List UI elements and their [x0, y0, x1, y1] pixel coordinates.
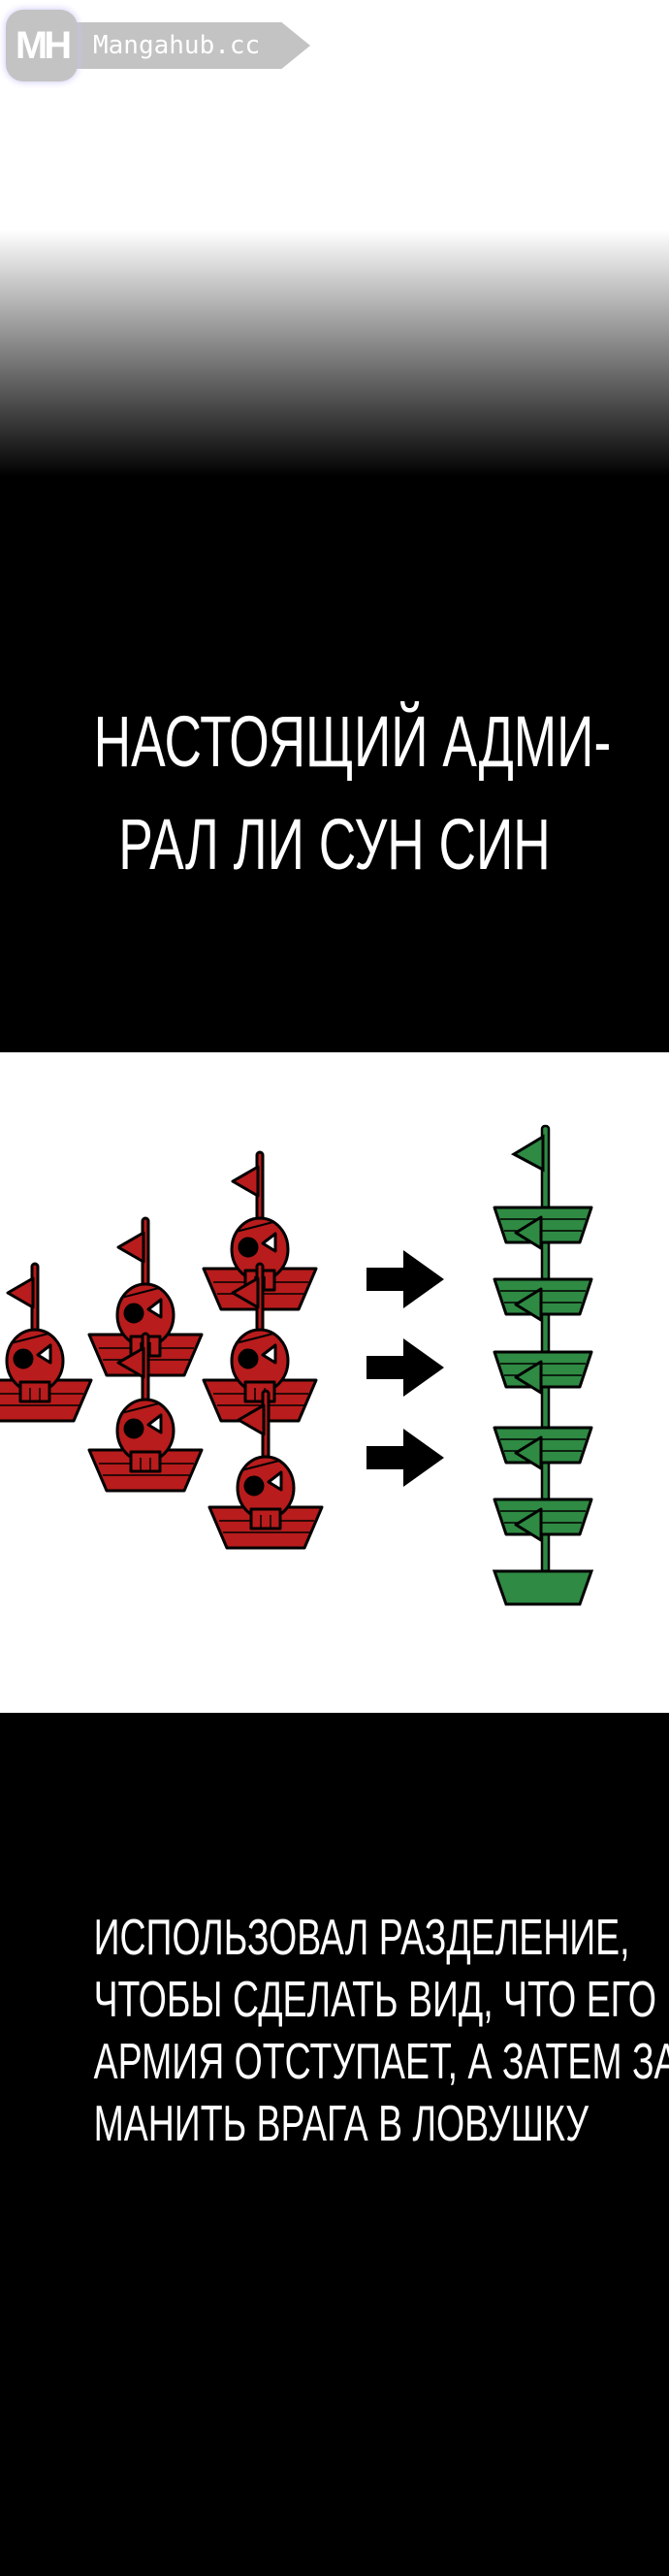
caption-line: использовал разделение, [93, 1910, 630, 1966]
fleet-illustration [0, 1124, 594, 1606]
arrow-right-icon [366, 1338, 444, 1397]
enemy-ships [0, 1150, 324, 1550]
allied-ship [492, 1569, 594, 1606]
illustration-panel [0, 1052, 669, 1713]
caption-line: чтобы сделать вид, что его [93, 1972, 656, 2028]
allied-ship [493, 1497, 593, 1542]
caption-line: рал Ли Сун Син [118, 804, 551, 885]
arrow-right-icon [366, 1250, 444, 1308]
caption-line: армия отступает, а затем за- [93, 2034, 669, 2090]
caption-body: использовал разделение, чтобы сделать ви… [0, 1907, 669, 2155]
allied-column [492, 1124, 594, 1606]
arrows [366, 1250, 444, 1487]
caption-line: манить врага в ловушку [93, 2096, 589, 2152]
caption-line: Настоящий адми- [93, 701, 612, 782]
allied-ship [493, 1277, 593, 1322]
watermark: MH Mangahub.cc [6, 10, 310, 81]
site-name: Mangahub.cc [72, 22, 310, 69]
top-gradient [0, 0, 669, 477]
allied-ship [493, 1426, 593, 1470]
caption-title: Настоящий адми- рал Ли Сун Син [0, 691, 669, 896]
black-panel-1 [0, 477, 669, 1052]
allied-ship [493, 1206, 593, 1250]
black-panel-2 [0, 1713, 669, 2576]
arrow-right-icon [366, 1429, 444, 1487]
allied-ship [493, 1350, 593, 1395]
enemy-ship [0, 1262, 93, 1423]
site-logo: MH [6, 10, 78, 81]
